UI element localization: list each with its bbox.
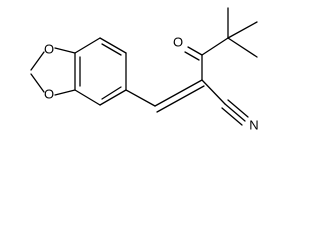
nitrile-triple-bond bbox=[221, 107, 243, 126]
bond bbox=[125, 89, 156, 107]
nitrile-triple-bond bbox=[224, 103, 246, 122]
bond bbox=[201, 79, 226, 105]
dioxole-ring bbox=[30, 47, 76, 96]
carbonyl-double-bond bbox=[187, 46, 203, 56]
alkene-double-bond bbox=[156, 85, 205, 113]
side-chain bbox=[125, 7, 258, 126]
bond bbox=[74, 89, 101, 106]
bond bbox=[99, 89, 127, 106]
atom-label-oxygen: O bbox=[173, 34, 183, 49]
bond bbox=[99, 37, 127, 54]
bond bbox=[30, 73, 45, 93]
bond bbox=[74, 37, 101, 54]
bond bbox=[227, 37, 258, 58]
bond bbox=[30, 51, 45, 71]
benzene-ring bbox=[74, 37, 127, 106]
aromatic-double-bond bbox=[101, 43, 122, 56]
aromatic-double-bond bbox=[101, 86, 122, 100]
molecule-structure: O O O N bbox=[30, 7, 259, 132]
alkene-double-bond bbox=[154, 79, 203, 107]
carbonyl-double-bond bbox=[184, 51, 200, 61]
bond bbox=[227, 21, 258, 39]
atom-label-oxygen: O bbox=[44, 86, 54, 101]
nitrile-triple-bond bbox=[227, 99, 249, 118]
bond bbox=[201, 37, 229, 56]
atom-label-oxygen: O bbox=[44, 41, 54, 56]
bond bbox=[54, 89, 76, 96]
atom-label-nitrogen: N bbox=[249, 117, 258, 132]
bond bbox=[54, 47, 76, 54]
